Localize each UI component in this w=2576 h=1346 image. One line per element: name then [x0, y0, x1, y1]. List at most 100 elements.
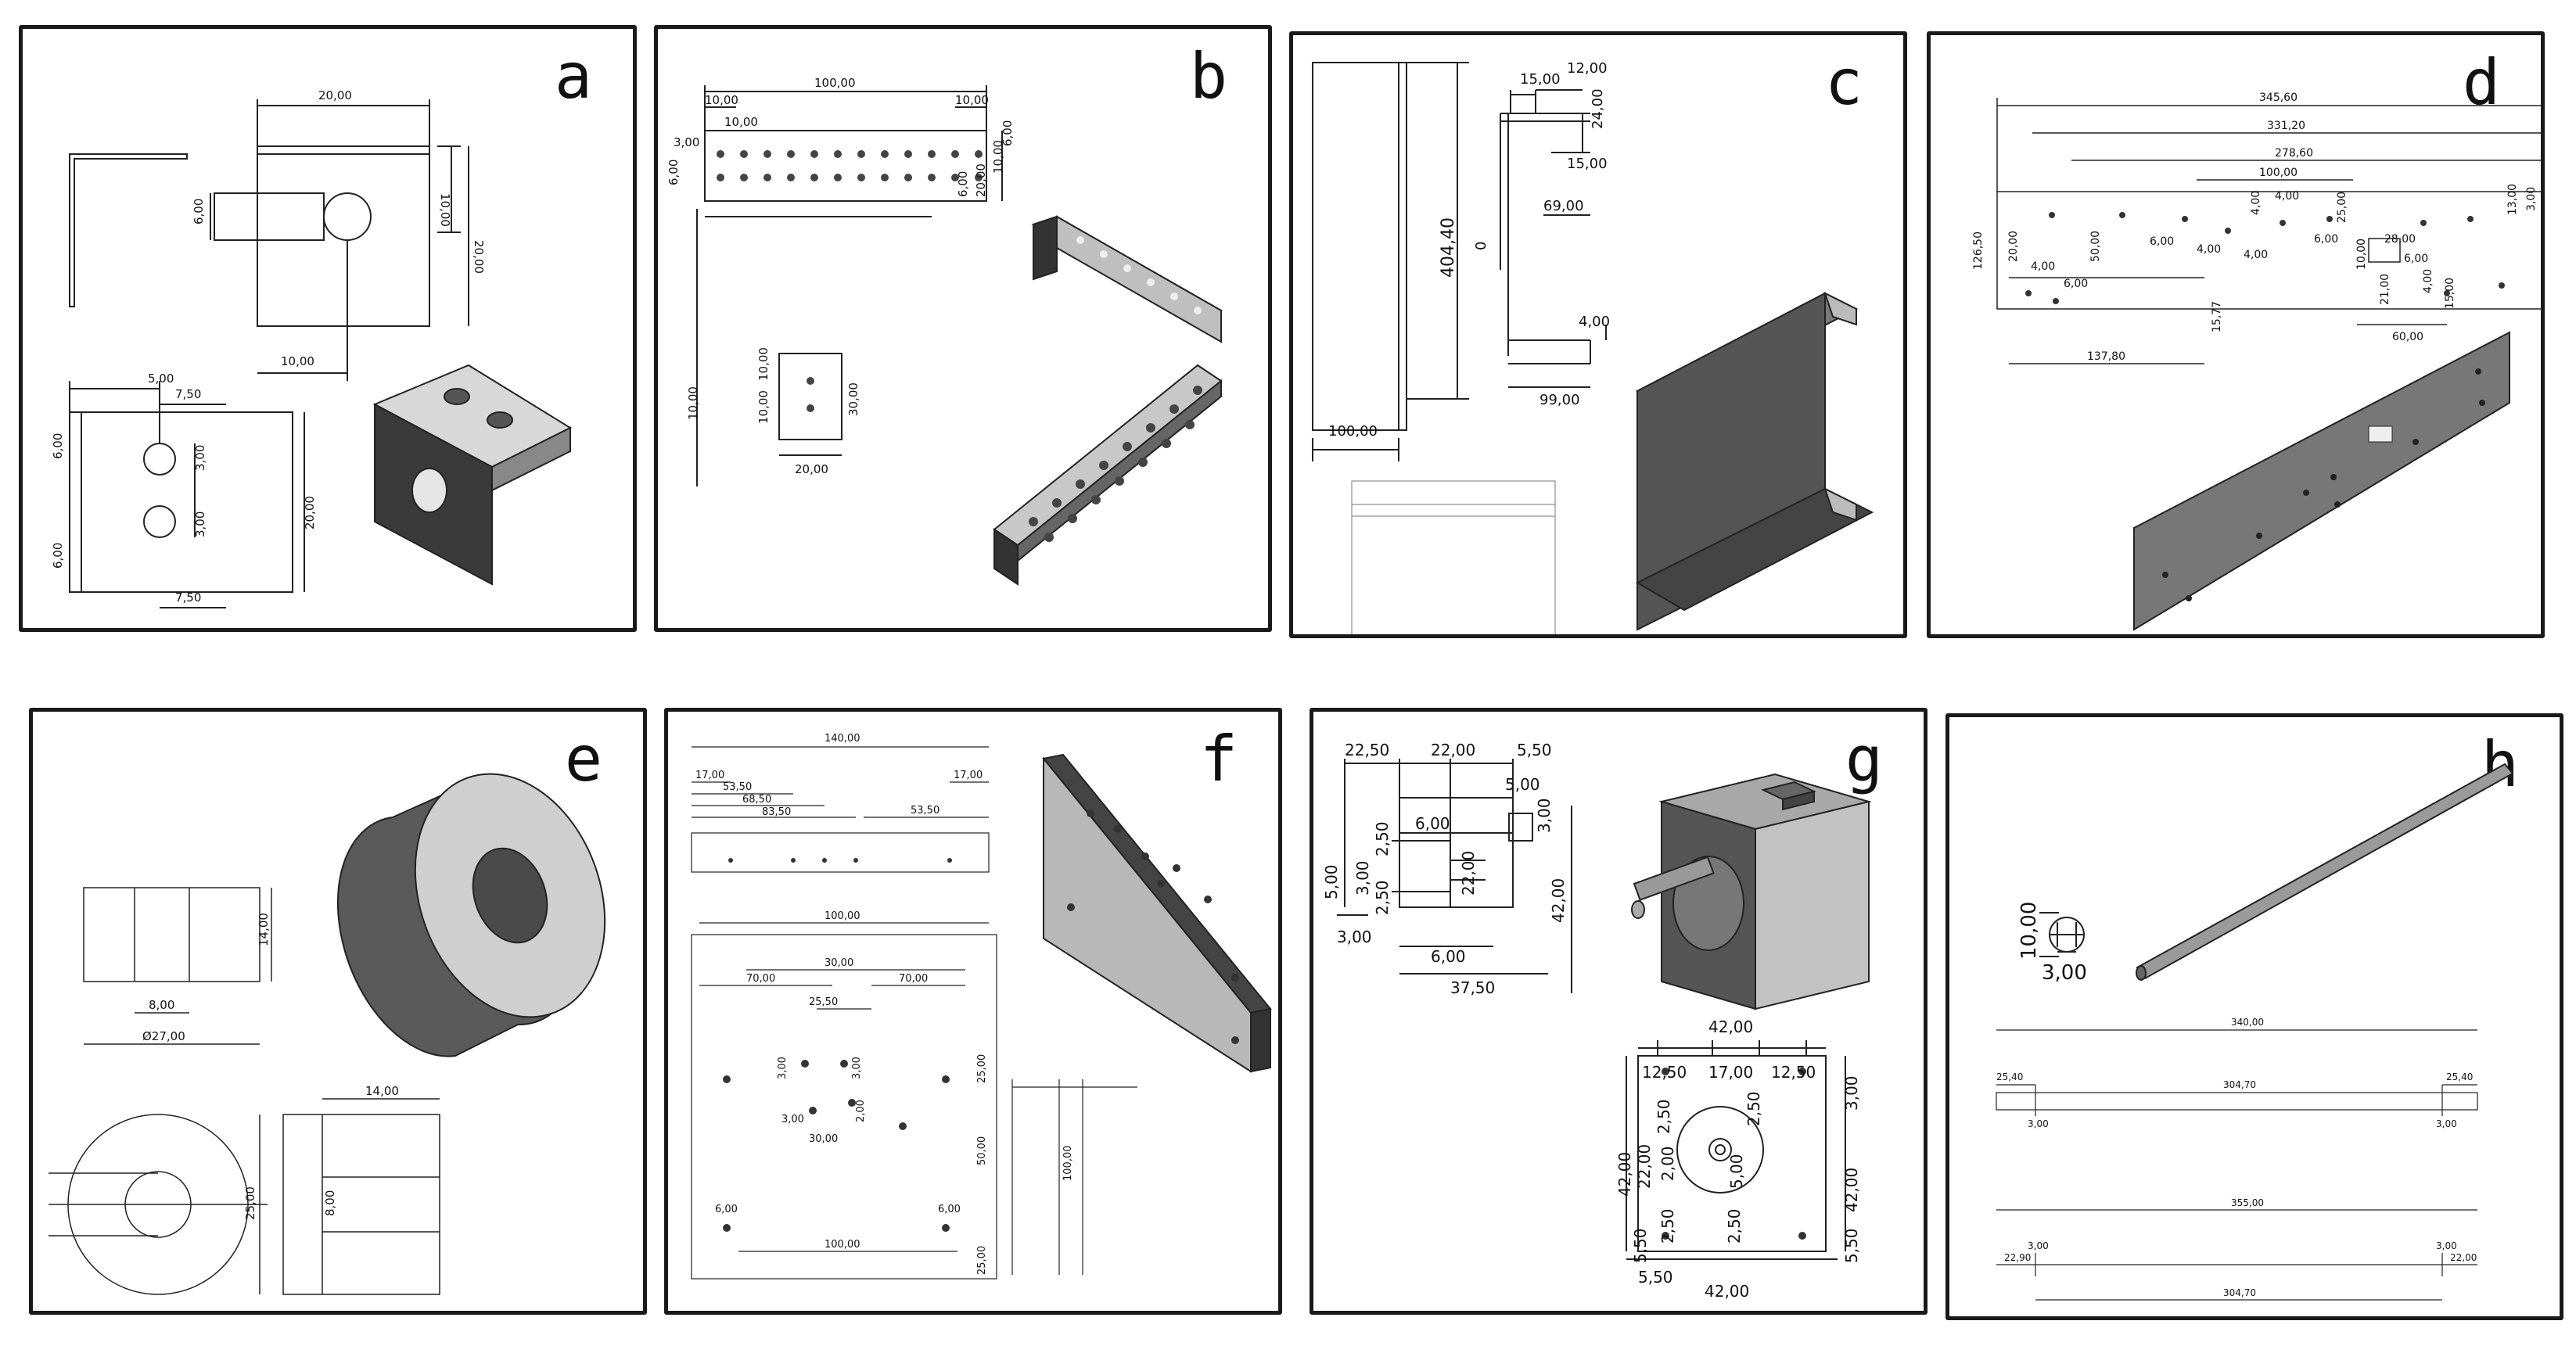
dim-label: 25,40: [1996, 1071, 2023, 1082]
dim-label: 6,00: [2314, 233, 2338, 246]
dim-label: 17,00: [1708, 1063, 1753, 1082]
dim-label: 68,50: [742, 794, 771, 806]
dim-label: 100,00: [1328, 423, 1378, 440]
panel-e: e 14,00 8,00: [29, 708, 647, 1315]
dim-label: 42,00: [1708, 1018, 1753, 1036]
dim-label: 5,50: [1638, 1268, 1673, 1287]
dim-label: 30,00: [825, 957, 853, 969]
dim-label: 8,00: [149, 998, 174, 1012]
dim-label: 2,50: [1654, 1099, 1673, 1134]
dim-label: 69,00: [1543, 198, 1584, 214]
drawing-d: 345,60 331,20 278,60 100,00 4,00 13,00 3…: [1972, 92, 2541, 631]
dim-label: 6,00: [2150, 235, 2174, 248]
dim-label: 304,70: [2223, 1079, 2256, 1090]
dim-label: 22,90: [2004, 1252, 2031, 1263]
panel-a: a: [19, 25, 637, 632]
dim-label: 5,50: [1842, 1228, 1861, 1263]
dim-label: 22,00: [1635, 1144, 1654, 1189]
dim-label: 6,00: [2404, 253, 2428, 265]
dim-label: 137,80: [2087, 350, 2125, 363]
panel-letter: c: [1824, 46, 1863, 119]
panel-letter: b: [1189, 40, 1227, 113]
dim-label: 13,00: [2506, 184, 2519, 215]
dim-label: 25,50: [809, 996, 838, 1008]
dim-label: 3,00: [193, 445, 207, 471]
dim-label: 3,00: [2028, 1240, 2049, 1251]
dim-label: 24,00: [1590, 88, 1606, 129]
dim-label: 100,00: [814, 76, 856, 90]
dim-label: 10,00: [991, 140, 1005, 174]
dim-label: 7,50: [175, 590, 201, 605]
dim-label: 304,70: [2223, 1287, 2256, 1298]
panel-letter: a: [554, 40, 592, 113]
panel-letter: h: [2481, 728, 2519, 801]
dim-label: 25,00: [243, 1186, 257, 1220]
dim-label: 4,00: [2244, 249, 2268, 261]
dim-label: 22,00: [1431, 741, 1475, 759]
dim-label: 3,00: [2436, 1118, 2457, 1129]
dim-label: 5,00: [1505, 775, 1540, 794]
dim-label: 30,00: [846, 382, 860, 416]
dim-label: 4,00: [2031, 260, 2055, 273]
dim-label: 2,50: [1658, 1208, 1677, 1244]
dim-label: 4,00: [2250, 191, 2262, 215]
drawing-g: 22,50 22,00 5,50 5,00 6,00 3,00 2,50 5,0…: [1322, 741, 1872, 1301]
dim-label: 20,00: [303, 496, 317, 529]
drawing-a: 20,00 10,00 20,00 10,00 6,00 5,00 7,50 6…: [51, 88, 573, 608]
dim-label: 5,00: [148, 371, 174, 386]
dim-label: 15,00: [1520, 71, 1561, 88]
dim-label: 3,00: [777, 1057, 789, 1079]
dim-label: 140,00: [825, 733, 860, 745]
panel-letter: f: [1199, 723, 1238, 795]
dim-label: 10,00: [438, 193, 452, 227]
dim-label: 17,00: [695, 770, 724, 781]
dim-label: 20,00: [2007, 231, 2020, 262]
dim-label: 5,50: [1517, 741, 1552, 759]
dim-label: 4,00: [2422, 269, 2434, 293]
dim-label: 2,00: [1658, 1146, 1677, 1181]
dim-label: 0: [1473, 242, 1489, 250]
dim-label: 100,00: [825, 910, 860, 922]
dim-label: 42,00: [1842, 1168, 1861, 1212]
dim-label: 3,00: [1842, 1075, 1861, 1111]
dim-label: 100,00: [1062, 1146, 1074, 1182]
dim-label: 6,00: [1431, 947, 1466, 966]
dim-label: 3,00: [674, 135, 699, 149]
dim-label: 2,50: [1373, 880, 1392, 915]
dim-label: 22,00: [2450, 1252, 2477, 1263]
dim-label: 22,50: [1345, 741, 1389, 759]
dim-label: 2,50: [1744, 1091, 1763, 1126]
dim-label: 5,00: [1727, 1154, 1746, 1189]
dim-label: 3,00: [851, 1057, 863, 1079]
dim-label: 42,00: [1705, 1282, 1749, 1301]
dim-label: 10,00: [955, 93, 989, 107]
dim-label: 404,40: [1439, 217, 1458, 278]
dim-label: 6,00: [2064, 278, 2088, 290]
dim-label: 278,60: [2275, 147, 2313, 160]
dim-label: 4,00: [2197, 243, 2221, 256]
dim-label: 50,00: [2089, 231, 2102, 262]
dim-label: 2,00: [855, 1100, 867, 1122]
dim-label: 70,00: [746, 973, 775, 985]
dim-label: 5,50: [1631, 1228, 1650, 1263]
dim-label: 6,00: [51, 433, 65, 459]
dim-label: 15,00: [1567, 156, 1608, 172]
panel-b: b: [654, 25, 1272, 632]
dim-label: 20,00: [318, 88, 352, 102]
dim-label: 10,00: [281, 354, 314, 368]
dim-label: 25,00: [976, 1054, 988, 1083]
dim-label: 10,00: [724, 115, 758, 129]
dim-label: 126,50: [1972, 232, 1985, 270]
drawing-e: 14,00 8,00 Ø27,00 14,00 8,00 25,00: [49, 773, 606, 1295]
dim-label: 3,00: [2525, 187, 2538, 211]
dim-label: 8,00: [323, 1190, 337, 1216]
dim-label: 50,00: [976, 1136, 988, 1165]
dim-label: 70,00: [899, 973, 928, 985]
dim-label: 22,00: [1459, 851, 1478, 896]
dim-label: 15,77: [2211, 301, 2223, 332]
drawing-f: 140,00 17,00 53,50 68,50 83,50 17,00 53,…: [691, 733, 1272, 1280]
drawing-h: 10,00 3,00 340,00 25,40 304,70 25,40 3,0…: [1996, 763, 2514, 1301]
dim-label: 10,00: [756, 390, 771, 424]
panel-letter: d: [2462, 46, 2500, 119]
dim-label: 6,00: [938, 1204, 961, 1215]
